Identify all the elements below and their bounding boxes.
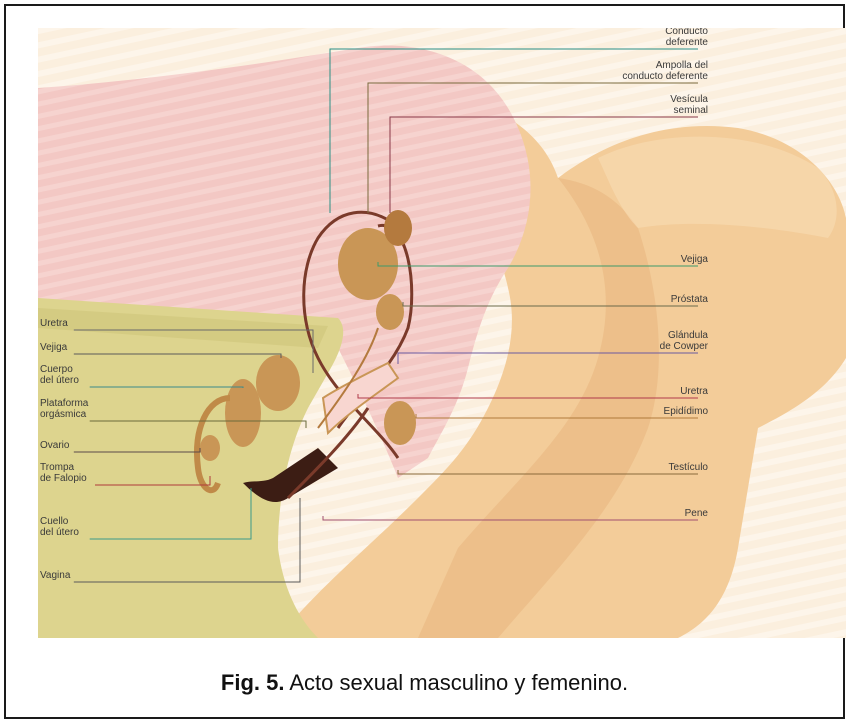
label-left: de Falopio (40, 473, 87, 484)
label-left: Vagina (40, 570, 71, 581)
label-right: Uretra (680, 386, 708, 397)
label-left: Cuerpo (40, 364, 73, 375)
label-left: Vejiga (40, 342, 68, 353)
prostate (376, 294, 404, 330)
label-left: Ovario (40, 440, 70, 451)
label-left: del útero (40, 375, 79, 386)
label-left: Trompa (40, 462, 75, 473)
label-right: de Cowper (660, 341, 709, 352)
uterus-body (225, 379, 261, 447)
ovary (200, 435, 220, 461)
label-right: Vejiga (681, 254, 709, 265)
caption-text: Acto sexual masculino y femenino. (289, 670, 628, 695)
label-right: Conducto (665, 28, 708, 37)
label-right: Epidídimo (664, 406, 709, 417)
label-right: Glándula (668, 330, 708, 341)
label-right: conducto deferente (622, 71, 708, 82)
label-left: Plataforma (40, 398, 89, 409)
label-left: Cuello (40, 516, 69, 527)
label-left: orgásmica (40, 409, 87, 420)
caption-label: Fig. 5. (221, 670, 285, 695)
label-right: Próstata (671, 294, 709, 305)
label-left: Uretra (40, 318, 68, 329)
seminal-vesicle (384, 210, 412, 246)
female-bladder (256, 355, 300, 411)
label-left: del útero (40, 527, 79, 538)
label-right: Ampolla del (656, 60, 708, 71)
label-right: Pene (685, 508, 709, 519)
label-right: Vesícula (670, 94, 708, 105)
label-right: deferente (666, 37, 709, 48)
epididymis (384, 401, 416, 445)
figure-caption: Fig. 5. Acto sexual masculino y femenino… (6, 670, 843, 696)
label-right: seminal (674, 105, 708, 116)
label-right: Testículo (669, 462, 709, 473)
